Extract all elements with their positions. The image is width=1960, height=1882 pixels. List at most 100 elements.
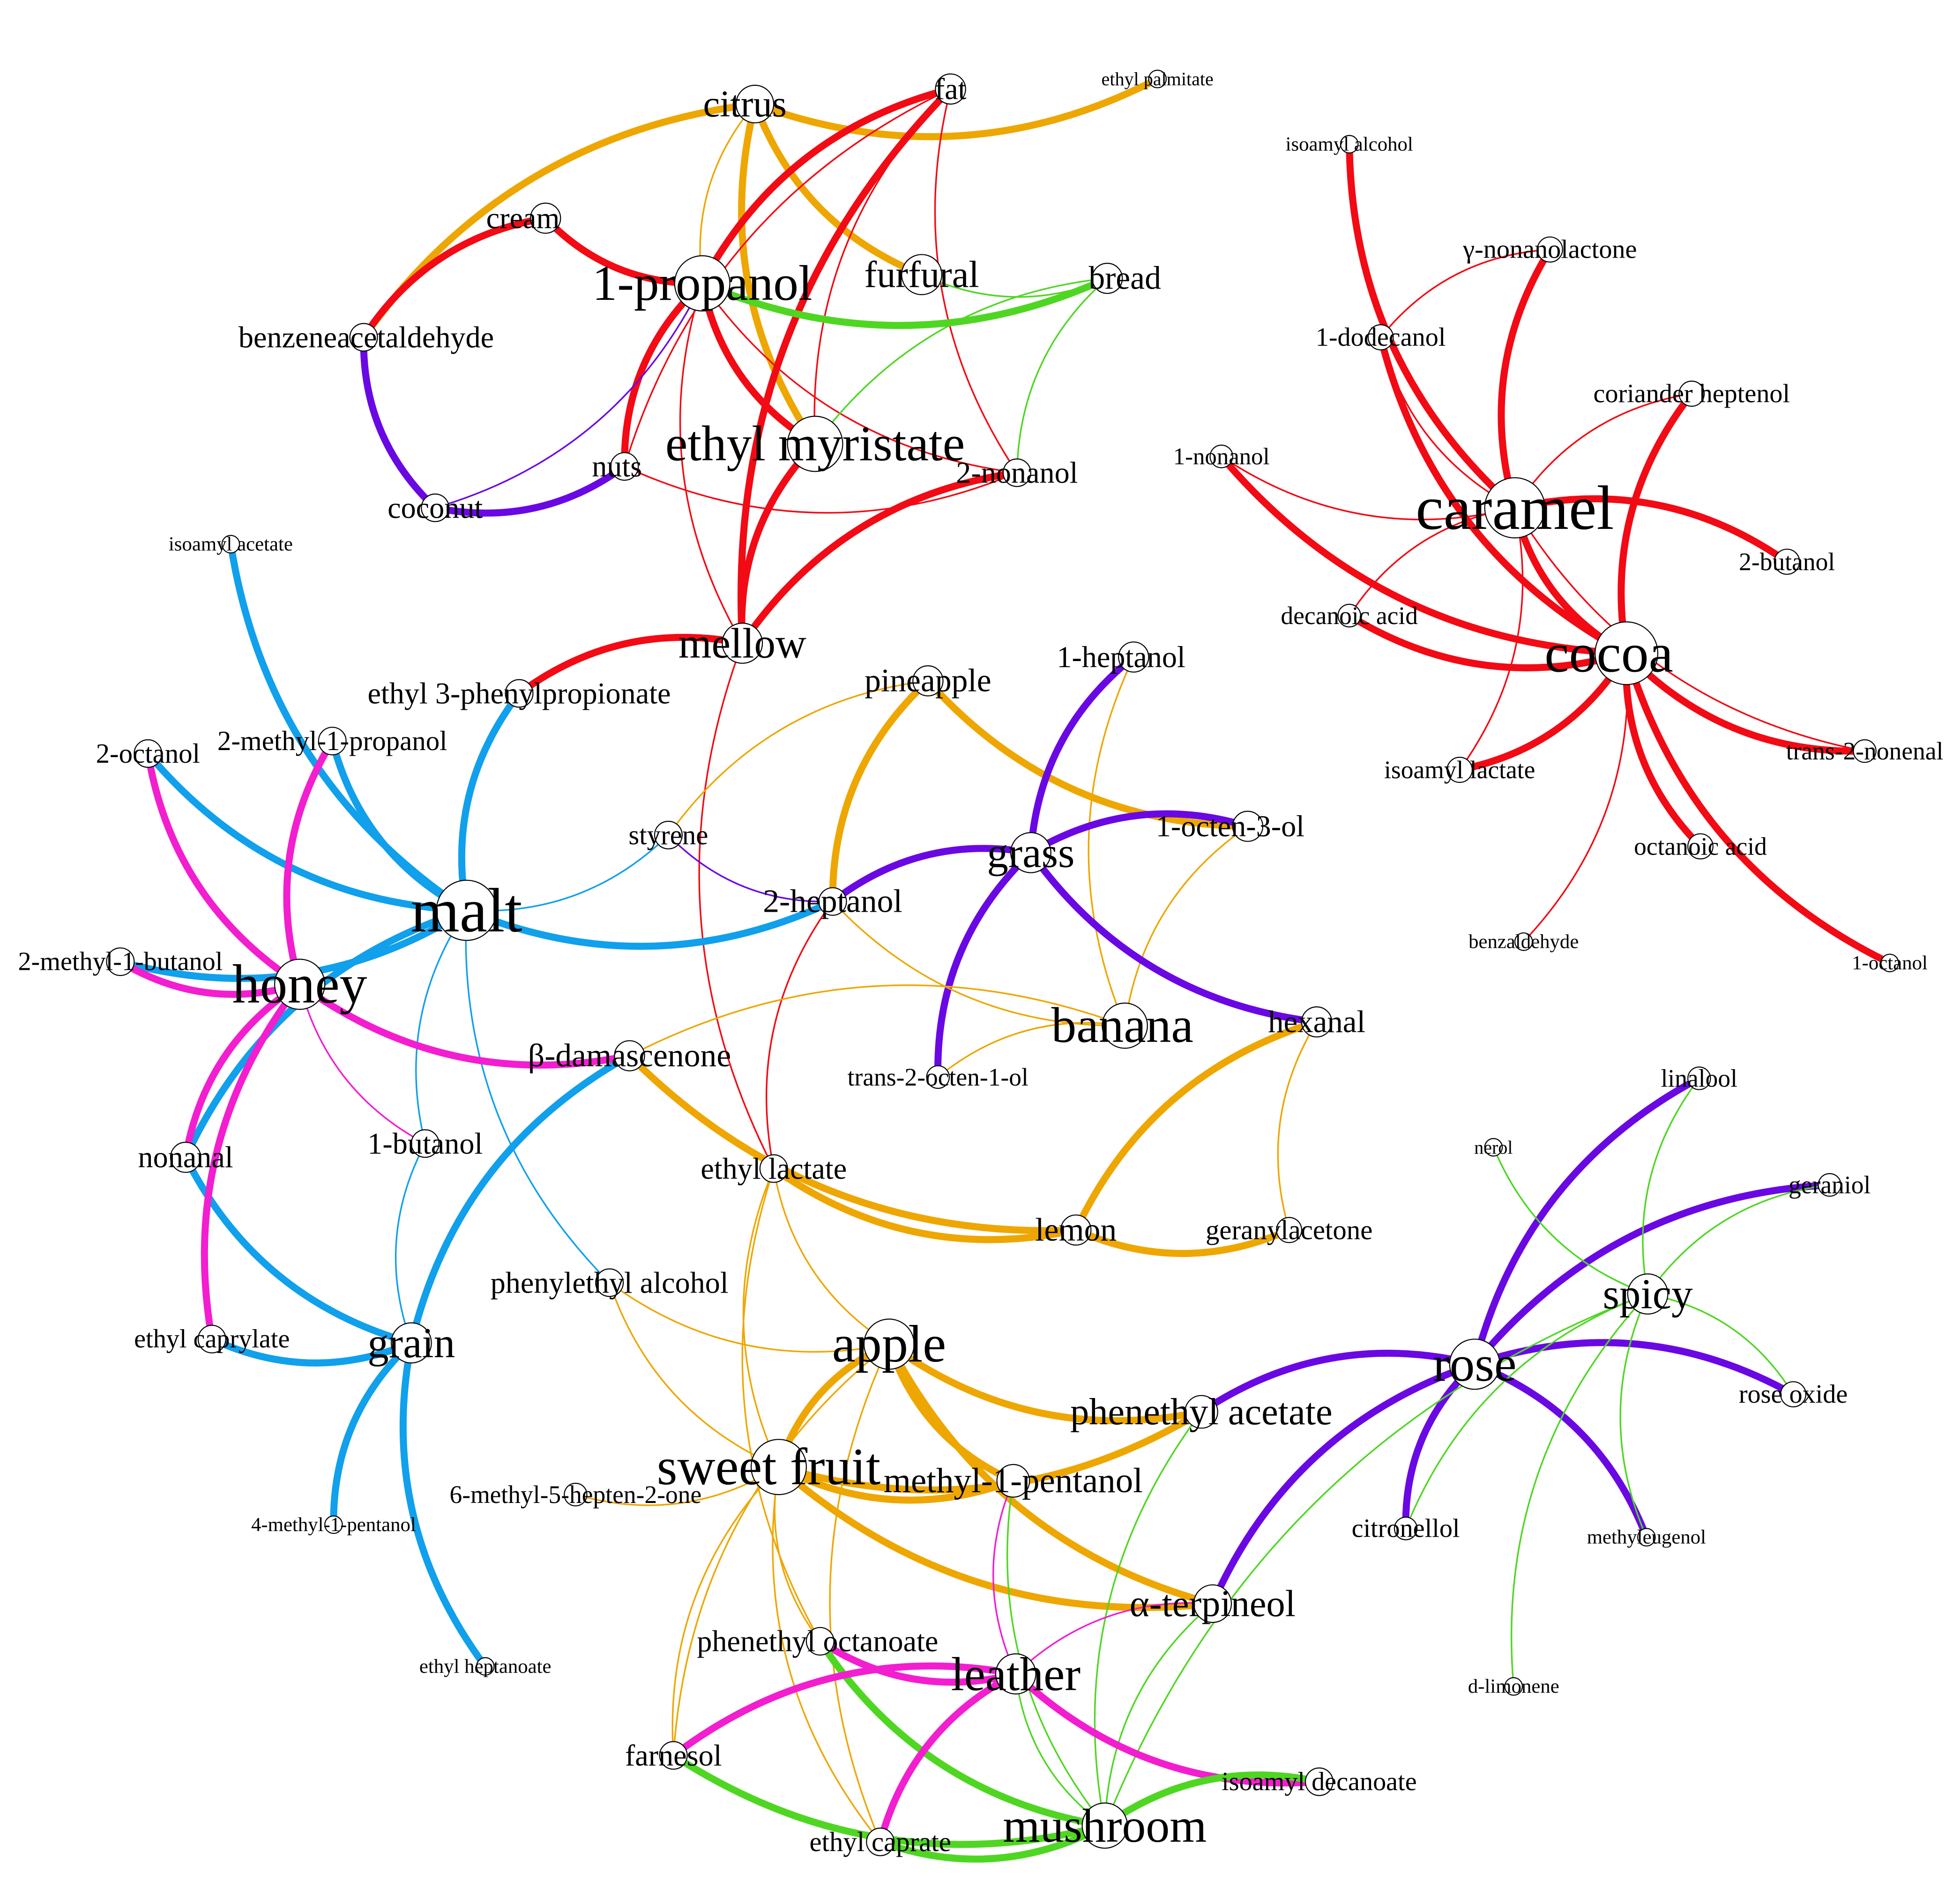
edge-ethyl-lactate-apple <box>773 1168 890 1345</box>
edge-malt-2-heptanol <box>463 898 836 950</box>
edge-2-methyl-1-propanol-honey <box>283 737 336 988</box>
edge-decanoic-acid-cocoa <box>1346 612 1630 671</box>
node-coriander-heptenol <box>1678 380 1705 407</box>
edge-leather-isoamyl-decanoate <box>1012 1670 1323 1787</box>
edge-coriander-heptenol-cocoa <box>1617 390 1695 657</box>
node-label-d-limonene: d-limonene <box>1468 1675 1559 1697</box>
node-ethyl-lactate <box>759 1154 788 1183</box>
edge-bread-ethyl-myristate <box>814 277 1108 445</box>
edge-1-dodecanol-cocoa <box>1377 334 1630 657</box>
node-label-fat: fat <box>935 73 967 106</box>
node-2-methyl-1-butanol <box>106 947 135 976</box>
node-hexanal <box>1301 1006 1333 1038</box>
node-label-farnesol: farnesol <box>625 1739 722 1772</box>
node-pineapple <box>912 665 944 697</box>
edge-honey-ethyl-caprylate <box>201 981 304 1343</box>
edge-malt-1-butanol <box>415 909 468 1145</box>
node-label-linalool: linalool <box>1661 1064 1737 1093</box>
node-label-isoamyl-decanoate: isoamyl decanoate <box>1222 1767 1417 1796</box>
node-benzeneacetaldehyde <box>349 323 378 352</box>
node-label-bread: bread <box>1088 260 1161 297</box>
node-label-phenylethyl-alcohol: phenylethyl alcohol <box>491 1266 729 1299</box>
edge-mellow-ethyl-3-phenylpropionate <box>515 633 746 697</box>
node-label-sweet-fruit: sweet fruit <box>657 1438 881 1496</box>
node-1-nonanol <box>1209 445 1233 469</box>
node-label-mushroom: mushroom <box>1003 1799 1207 1852</box>
edge-1-butanol-grain <box>395 1143 426 1344</box>
node-label-benzeneacetaldehyde: benzeneacetaldehyde <box>238 320 494 354</box>
node-label-coriander-heptenol: coriander heptenol <box>1593 379 1790 408</box>
node-phenethyl-octanoate <box>805 1627 835 1656</box>
edge-pineapple-1-octen-3-ol <box>924 677 1252 830</box>
edge-leather-ethyl-caprate <box>877 1670 1020 1845</box>
node-leather <box>995 1653 1036 1695</box>
node-label-1-dodecanol: 1-dodecanol <box>1316 323 1446 352</box>
node-cream <box>529 202 561 234</box>
node-ethyl-3-phenylpropionate <box>505 679 534 708</box>
edge-spicy-methyleugenol <box>1619 1293 1649 1538</box>
edge-benzaldehyde-cocoa <box>1523 652 1629 943</box>
edge-ethyl-lactate-phenethyl-octanoate <box>741 1168 821 1642</box>
edge-fat-mellow <box>738 85 954 647</box>
node-label-malt: malt <box>411 876 522 945</box>
edge-pineapple-styrene <box>667 680 929 836</box>
node-label-isoamyl-lactate: isoamyl lactate <box>1384 756 1535 784</box>
edge-citrus-furfural <box>751 100 925 278</box>
node-mushroom <box>1081 1802 1128 1849</box>
node-label-1-butanol: 1-butanol <box>367 1127 483 1160</box>
node-label-2-methyl-1-propanol: 2-methyl-1-propanol <box>217 726 447 756</box>
node-2-butanol <box>1774 549 1800 575</box>
node-methyl-1-pentanol <box>996 1464 1030 1498</box>
node-label-ethyl-caprate: ethyl caprate <box>809 1827 951 1857</box>
node-2-octanol <box>134 739 163 768</box>
edge-apple-methyl-1-pentanol <box>886 1340 1017 1485</box>
edge-gamma-nonanolactone-caramel <box>1498 246 1554 512</box>
node-gamma-nonanolactone <box>1536 236 1563 263</box>
edge-beta-damascenone-grain <box>408 1052 633 1346</box>
node-malt <box>436 879 497 941</box>
edge-rose-oxide-spicy <box>1647 1293 1794 1395</box>
edge-ethyl-3-phenylpropionate-malt <box>458 690 523 914</box>
edge-furfural-bread <box>921 274 1108 298</box>
node-label-1-octanol: 1-octanol <box>1852 952 1928 974</box>
node-citrus <box>735 84 775 124</box>
node-grain <box>390 1322 432 1364</box>
node-2-nonanol <box>1002 458 1031 487</box>
edge-cocoa-1-octanol <box>1623 649 1893 967</box>
node-coconut <box>421 493 450 522</box>
node-label-1-heptanol: 1-heptanol <box>1057 640 1185 674</box>
node-label-lemon: lemon <box>1035 1212 1117 1248</box>
edge-beta-damascenone-lemon <box>626 1052 1080 1235</box>
node-rose <box>1449 1339 1500 1390</box>
edge-sweet-fruit-ethyl-caprate <box>772 1466 881 1843</box>
node-d-limonene <box>1504 1677 1523 1696</box>
edge-geraniol-spicy <box>1647 1184 1831 1295</box>
edge-1-octen-3-ol-banana <box>1124 826 1249 1027</box>
edge-isoamyl-lactate-caramel <box>1459 507 1524 771</box>
edge-2-methyl-1-propanol-malt <box>328 737 470 914</box>
edge-phenylethyl-alcohol-sweet-fruit <box>609 1282 780 1468</box>
edge-cream-benzeneacetaldehyde <box>360 215 549 341</box>
node-label-trans-2-nonenal: trans-2-nonenal <box>1786 737 1944 765</box>
node-geranylacetone <box>1276 1217 1303 1243</box>
node-trans-2-octen-1-ol <box>926 1065 950 1089</box>
node-label-1-propanol: 1-propanol <box>592 256 812 311</box>
edge-fat-nuts <box>624 88 952 468</box>
node-ethyl-heptanoate <box>476 1657 495 1676</box>
edge-2-heptanol-ethyl-lactate <box>766 900 834 1169</box>
edge-ethyl-lactate-lemon <box>770 1165 1080 1243</box>
edge-ethyl-caprate-mushroom <box>877 1822 1109 1863</box>
edge-apple-ethyl-caprate <box>829 1343 890 1843</box>
node-label-leather: leather <box>951 1647 1081 1700</box>
edge-leather-farnesol <box>670 1662 1020 1759</box>
edge-linalool-spicy <box>1642 1077 1700 1295</box>
node-isoamyl-lactate <box>1446 757 1473 783</box>
node-mellow <box>722 622 763 664</box>
edge-citrus-ethyl-myristate <box>738 100 819 447</box>
node-label-rose: rose <box>1433 1337 1516 1392</box>
node-ethyl-myristate <box>787 416 843 472</box>
edge-1-nonanol-cocoa <box>1218 453 1630 657</box>
edge-1-propanol-nuts <box>621 280 706 470</box>
